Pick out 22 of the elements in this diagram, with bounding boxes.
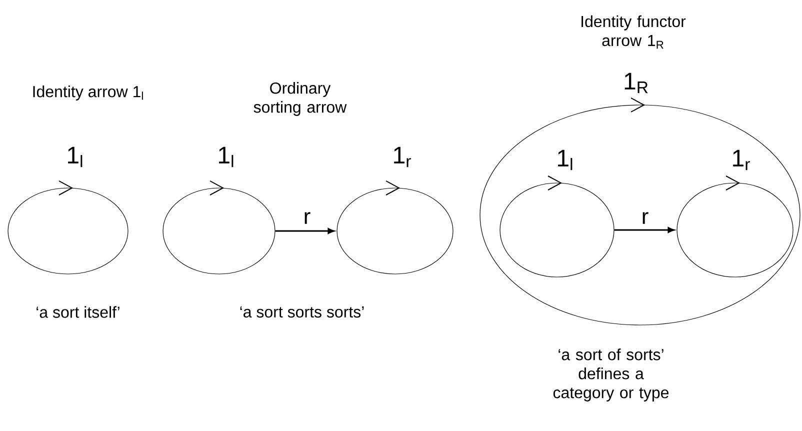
nested-ellipse [500,182,614,278]
ellipse-loop [162,188,276,274]
loop-label: 1$_{R}$ [624,72,648,94]
loop-label: 1$_{l}$ [68,146,82,168]
caption: ‘a sort itself’ [36,306,120,318]
caption: ‘a sort sorts sorts’ [240,306,364,318]
ellipse-loop [480,104,800,326]
edge-label: r [304,212,310,224]
loop-label: 1$_{l}$ [219,146,234,168]
loop-label: 1$_{l}$ [558,150,572,170]
heading: Ordinary sorting arrow [254,82,347,116]
loop-label: 1$_{r}$ [733,150,750,170]
edge-label: r [642,212,648,224]
ellipse-loop [8,188,128,274]
arrow [614,227,674,233]
loop-label: 1$_{r}$ [394,146,411,168]
ellipse-loop [336,188,454,274]
caption: ‘a sort of sorts’ defines a category or type [553,348,669,402]
heading: Identity arrow 1$_{l}$ [33,86,143,100]
heading: Identity functor arrow 1$_{R}$ [582,15,686,49]
nested-ellipse [676,182,794,278]
arrow [275,228,334,234]
